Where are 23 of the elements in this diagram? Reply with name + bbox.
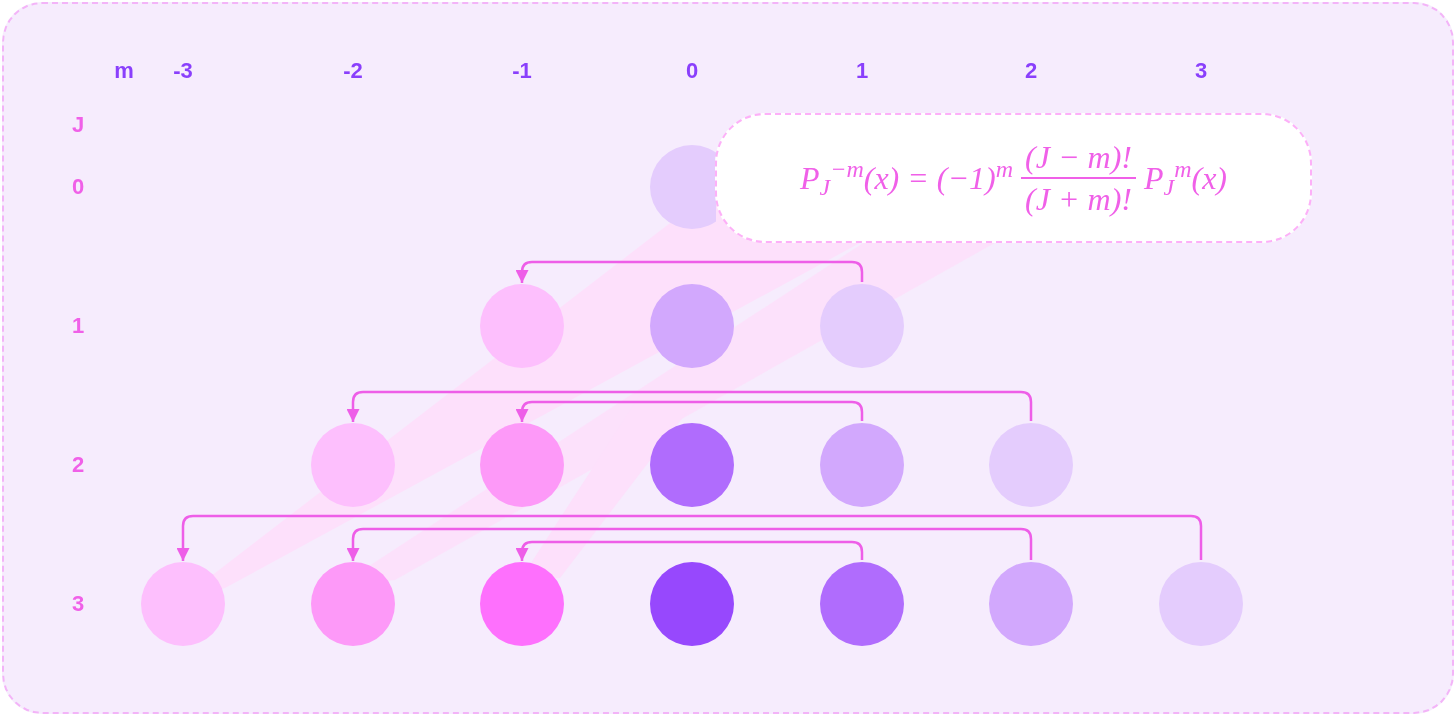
arrow: [515, 540, 864, 561]
tick-label: 1: [71, 315, 85, 337]
tick-label: 2: [71, 454, 85, 476]
axis-label: m: [114, 60, 134, 82]
formula-text: P$_{J}$$^{−m}$(x) = (−1)$^{m}$: [800, 155, 1014, 202]
arrow: [346, 390, 1033, 422]
tick-label: -3: [173, 60, 193, 82]
tick-label: 1: [855, 60, 869, 82]
formula-denominator: (J + m)!: [1024, 180, 1133, 219]
arrow: [346, 527, 1033, 561]
tick-label: 2: [1024, 60, 1038, 82]
formula-text: P$_{J}$$^{m}$(x): [1143, 155, 1227, 202]
arrow: [176, 514, 1203, 561]
tick-label: 3: [71, 593, 85, 615]
arrow: [515, 400, 864, 422]
tick-label: -2: [343, 60, 363, 82]
tick-label: 0: [71, 176, 85, 198]
tick-label: -1: [512, 60, 532, 82]
formula-bubble: [715, 113, 1312, 243]
axis-label: J: [71, 114, 85, 136]
tick-label: 3: [1194, 60, 1208, 82]
formula-numerator: (J − m)!: [1024, 138, 1133, 177]
tick-label: 0: [685, 60, 699, 82]
